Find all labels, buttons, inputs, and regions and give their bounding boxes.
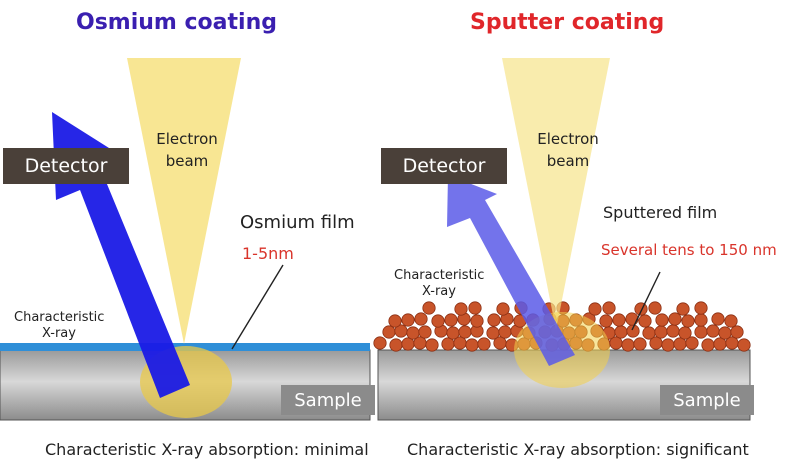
left-film-pointer-line bbox=[231, 264, 284, 350]
right-beam-label-line1: Electron bbox=[537, 130, 599, 148]
film-particle bbox=[711, 312, 725, 326]
film-particle bbox=[730, 325, 744, 339]
left-xray-label: Characteristic X-ray bbox=[14, 310, 104, 342]
film-particle bbox=[401, 313, 415, 327]
film-particle bbox=[446, 326, 460, 340]
film-particle bbox=[486, 326, 500, 340]
film-particle bbox=[470, 314, 484, 328]
right-sample-label: Sample bbox=[660, 385, 754, 415]
film-particle bbox=[487, 313, 501, 327]
right-xray-label: Characteristic X-ray bbox=[394, 268, 484, 300]
film-particle bbox=[724, 314, 738, 328]
film-particle bbox=[612, 313, 626, 327]
left-xray-label-line1: Characteristic bbox=[14, 310, 105, 325]
film-particle bbox=[678, 326, 692, 340]
film-particle bbox=[382, 325, 396, 339]
film-particle bbox=[441, 337, 455, 351]
film-particle bbox=[648, 301, 662, 315]
film-particle bbox=[685, 336, 699, 350]
right-caption: Characteristic X-ray absorption: signifi… bbox=[407, 440, 749, 459]
film-particle bbox=[614, 325, 628, 339]
left-caption: Characteristic X-ray absorption: minimal bbox=[45, 440, 369, 459]
film-particle bbox=[388, 314, 402, 328]
film-particle bbox=[633, 337, 647, 351]
left-beam-label-line2: beam bbox=[165, 152, 209, 170]
film-particle bbox=[701, 338, 715, 352]
film-particle bbox=[406, 326, 420, 340]
film-particle bbox=[498, 325, 512, 339]
right-film-thickness: Several tens to 150 nm bbox=[601, 241, 777, 259]
film-particle bbox=[713, 337, 727, 351]
film-particle bbox=[454, 302, 468, 316]
right-xray-arrow bbox=[447, 175, 575, 366]
film-particle bbox=[477, 337, 491, 351]
film-particle bbox=[673, 337, 687, 351]
left-title: Osmium coating bbox=[76, 10, 277, 35]
left-sample-label: Sample bbox=[281, 385, 375, 415]
right-film-pointer-line bbox=[631, 271, 661, 331]
right-beam-label-line2: beam bbox=[546, 152, 590, 170]
left-xray-label-line2: X-ray bbox=[42, 326, 76, 341]
film-particle bbox=[418, 325, 432, 339]
film-particle bbox=[602, 301, 616, 315]
right-beam-label: Electron beam bbox=[533, 128, 603, 172]
film-particle bbox=[496, 302, 510, 316]
film-particle bbox=[654, 325, 668, 339]
film-particle bbox=[668, 312, 682, 326]
left-panel-graphics bbox=[0, 58, 371, 421]
right-panel-graphics bbox=[373, 58, 751, 421]
film-particle bbox=[465, 338, 479, 352]
film-particle bbox=[431, 314, 445, 328]
film-particle bbox=[401, 337, 415, 351]
film-particle bbox=[676, 302, 690, 316]
right-xray-label-line1: Characteristic bbox=[394, 268, 485, 283]
film-particle bbox=[634, 302, 648, 316]
film-particle bbox=[694, 313, 708, 327]
film-particle bbox=[737, 338, 751, 352]
film-particle bbox=[458, 325, 472, 339]
film-particle bbox=[706, 324, 720, 338]
left-beam-label: Electron beam bbox=[152, 128, 222, 172]
film-particle bbox=[588, 302, 602, 316]
left-film-label: Osmium film bbox=[240, 212, 355, 233]
film-particle bbox=[718, 326, 732, 340]
film-particle bbox=[599, 314, 613, 328]
film-particle bbox=[414, 312, 428, 326]
left-beam-label-line1: Electron bbox=[156, 130, 218, 148]
left-detector: Detector bbox=[3, 148, 129, 184]
film-particle bbox=[655, 313, 669, 327]
film-particle bbox=[642, 326, 656, 340]
left-film-thickness: 1-5nm bbox=[242, 244, 294, 263]
left-electron-beam bbox=[127, 58, 241, 344]
right-title: Sputter coating bbox=[470, 10, 665, 35]
film-particle bbox=[373, 336, 387, 350]
right-electron-beam bbox=[502, 58, 610, 330]
film-particle bbox=[468, 301, 482, 315]
film-particle bbox=[694, 301, 708, 315]
film-particle bbox=[621, 338, 635, 352]
film-particle bbox=[422, 301, 436, 315]
film-particle bbox=[666, 324, 680, 338]
film-particle bbox=[694, 325, 708, 339]
film-particle bbox=[625, 312, 639, 326]
right-xray-label-line2: X-ray bbox=[422, 284, 456, 299]
film-particle bbox=[444, 313, 458, 327]
film-particle bbox=[389, 338, 403, 352]
film-particle bbox=[425, 338, 439, 352]
right-film-label: Sputtered film bbox=[603, 203, 718, 222]
film-particle bbox=[638, 314, 652, 328]
film-particle bbox=[681, 314, 695, 328]
film-particle bbox=[661, 338, 675, 352]
right-detector: Detector bbox=[381, 148, 507, 184]
